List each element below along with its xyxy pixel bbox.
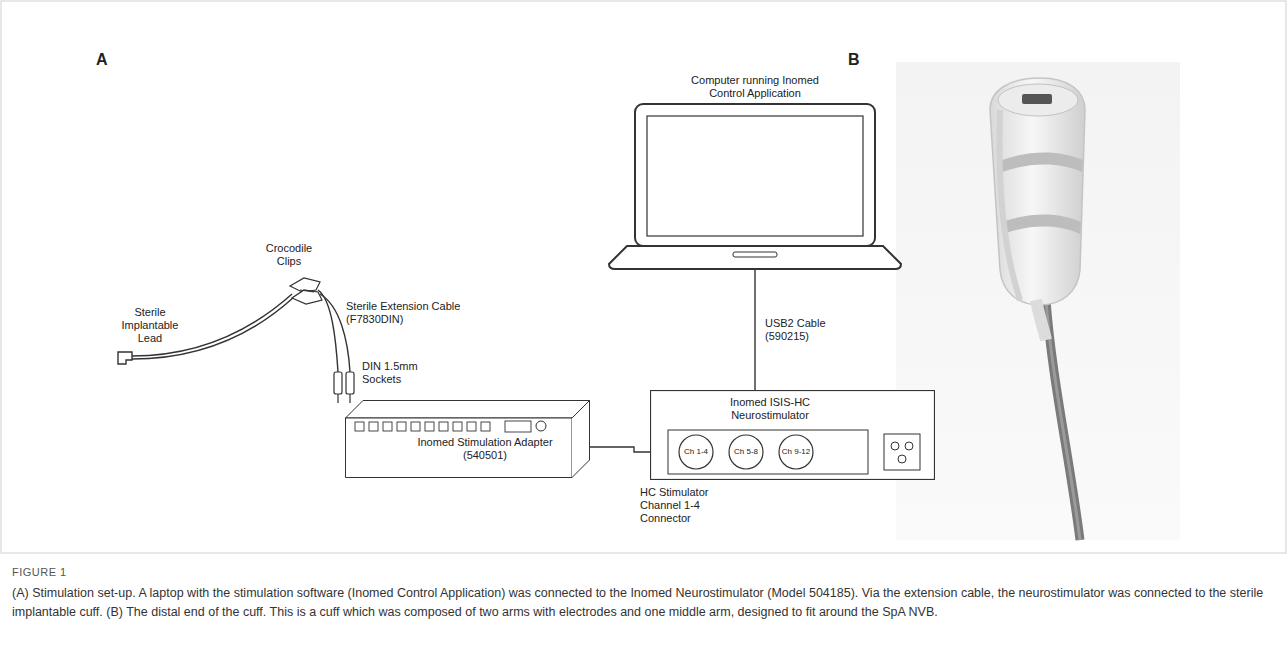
cuff-photo xyxy=(990,78,1085,540)
figure-caption: (A) Stimulation set-up. A laptop with th… xyxy=(12,584,1274,623)
part-label: Sterile Implantable Lead xyxy=(108,306,192,346)
extension-cable xyxy=(318,290,350,372)
channel-socket: Ch 1-4 xyxy=(678,434,714,470)
channel-socket: Ch 5-8 xyxy=(728,434,764,470)
device-name: Inomed ISIS-HC Neurostimulator xyxy=(690,396,850,422)
panel-letter: A xyxy=(96,50,126,69)
channel-label: Ch 9-12 xyxy=(778,434,814,470)
adapter-box: Inomed Stimulation Adapter (540501) xyxy=(345,400,590,478)
device-box: Inomed ISIS-HC Neurostimulator Ch 1-4 Ch 5… xyxy=(650,390,935,480)
part-label: HC Stimulator Channel 1-4 Connector xyxy=(640,486,735,526)
part-label: Sterile Extension Cable (F7830DIN) xyxy=(346,300,466,326)
panel-letter: B xyxy=(848,50,878,69)
channel-label: Ch 5-8 xyxy=(728,434,764,470)
figure-frame xyxy=(1,1,1286,553)
channel-label: Ch 1-4 xyxy=(678,434,714,470)
part-label: DIN 1.5mm Sockets xyxy=(362,360,434,386)
cable xyxy=(754,270,755,390)
crocodile-clips xyxy=(290,278,322,304)
cable-label: USB2 Cable (590215) xyxy=(763,316,839,344)
part-label: Crocodile Clips xyxy=(254,242,324,268)
photo-ground xyxy=(896,62,1180,540)
device-name: Computer running Inomed Control Applicat… xyxy=(675,74,835,100)
laptop: Computer running Inomed Control Applicat… xyxy=(605,70,905,270)
channel-socket: Ch 9-12 xyxy=(778,434,814,470)
figure-number: FIGURE 1 xyxy=(12,566,67,579)
device-name: Inomed Stimulation Adapter (540501) xyxy=(400,436,570,462)
din-plugs xyxy=(334,372,354,403)
laptop-outline xyxy=(605,70,905,270)
